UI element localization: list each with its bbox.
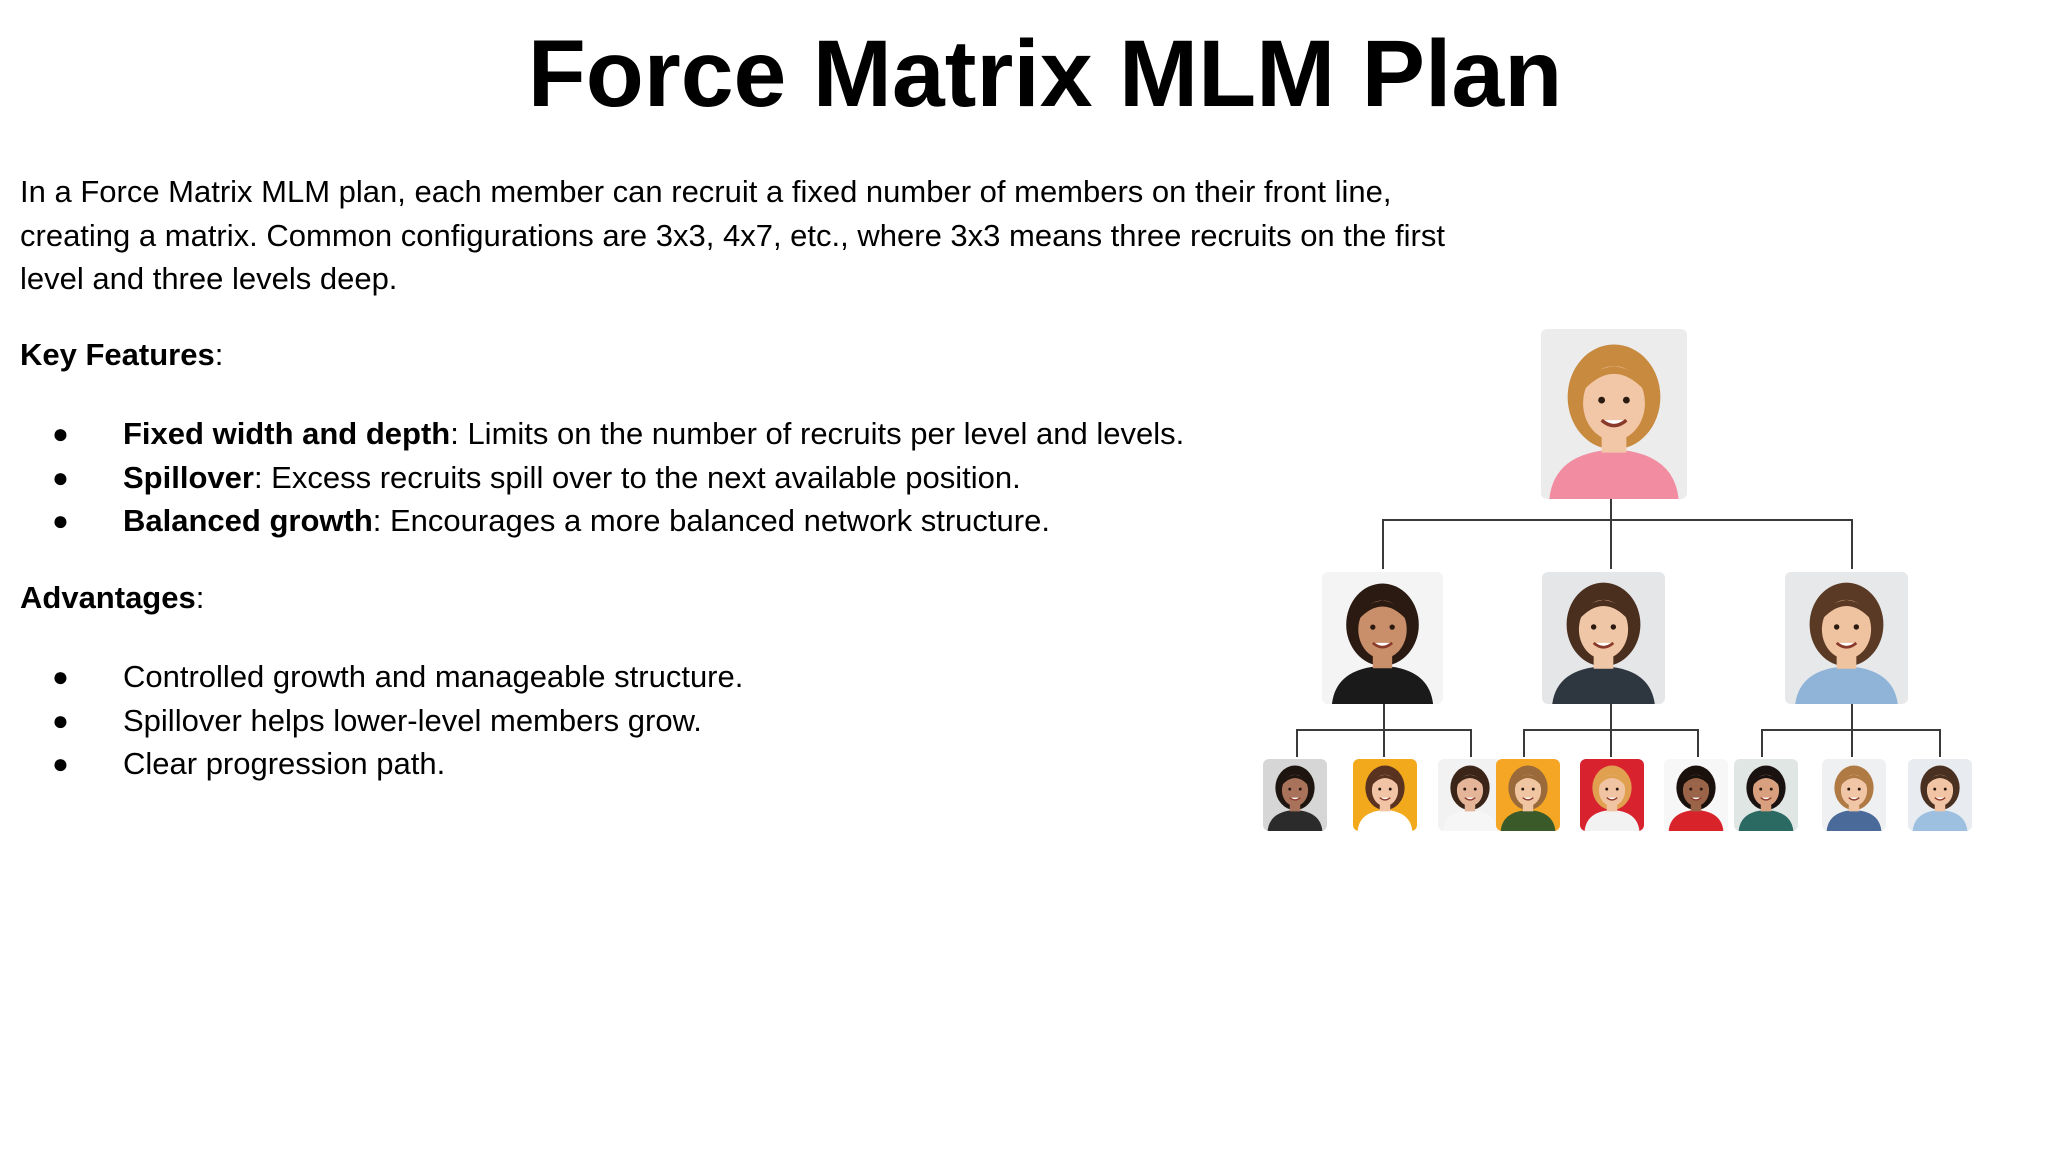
connector-line bbox=[1383, 729, 1385, 757]
avatar-l2-woman-glasses bbox=[1322, 572, 1443, 704]
avatar-l2-man-dark-shirt bbox=[1542, 572, 1665, 704]
advantage-text: Spillover helps lower-level members grow… bbox=[123, 702, 702, 738]
avatar-l3-6 bbox=[1664, 759, 1728, 831]
connector-line bbox=[1382, 519, 1384, 569]
advantages-heading-label: Advantages bbox=[20, 580, 196, 615]
feature-text: : Limits on the number of recruits per l… bbox=[450, 416, 1185, 451]
list-item: ● Controlled growth and manageable struct… bbox=[0, 655, 743, 699]
advantage-text: Clear progression path. bbox=[123, 746, 446, 781]
feature-term: Balanced growth bbox=[123, 503, 373, 538]
connector-line bbox=[1851, 729, 1853, 757]
bullet-icon: ● bbox=[52, 748, 69, 779]
connector-line bbox=[1383, 703, 1385, 730]
avatar-l3-2 bbox=[1353, 759, 1417, 831]
connector-line bbox=[1296, 729, 1472, 731]
feature-term: Fixed width and depth bbox=[123, 416, 451, 451]
feature-term: Spillover bbox=[123, 459, 254, 495]
list-item: ● Clear progression path. bbox=[0, 742, 743, 786]
key-features-list: ● Fixed width and depth: Limits on the nu… bbox=[0, 412, 1184, 543]
feature-text: : Excess recruits spill over to the next… bbox=[253, 459, 1021, 495]
bullet-icon: ● bbox=[52, 704, 69, 736]
connector-line bbox=[1851, 703, 1853, 730]
bullet-icon: ● bbox=[52, 418, 69, 449]
avatar-l3-4 bbox=[1496, 759, 1560, 831]
avatar-l2-man-blue-shirt bbox=[1785, 572, 1908, 704]
connector-line bbox=[1761, 729, 1763, 757]
key-features-heading-label: Key Features bbox=[20, 337, 215, 372]
avatar-l3-9 bbox=[1908, 759, 1972, 831]
connector-line bbox=[1296, 729, 1298, 757]
list-item: ● Fixed width and depth: Limits on the nu… bbox=[0, 412, 1184, 456]
list-item: ● Spillover: Excess recruits spill over t… bbox=[0, 456, 1184, 500]
avatar-l3-1 bbox=[1263, 759, 1327, 831]
intro-paragraph: In a Force Matrix MLM plan, each member … bbox=[20, 174, 1445, 296]
connector-line bbox=[1610, 519, 1612, 569]
connector-line bbox=[1382, 519, 1853, 521]
connector-line bbox=[1697, 729, 1699, 757]
avatar-l3-8 bbox=[1822, 759, 1886, 831]
avatar-l3-7 bbox=[1734, 759, 1798, 831]
connector-line bbox=[1523, 729, 1525, 757]
list-item: ● Spillover helps lower-level members gro… bbox=[0, 699, 743, 743]
bullet-icon: ● bbox=[52, 461, 69, 493]
advantages-heading: Advantages: bbox=[20, 576, 204, 620]
key-features-heading-colon: : bbox=[214, 337, 224, 372]
key-features-heading: Key Features: bbox=[20, 333, 223, 377]
connector-line bbox=[1939, 729, 1941, 757]
connector-line bbox=[1470, 729, 1472, 757]
avatar-l3-5 bbox=[1580, 759, 1644, 831]
list-item: ● Balanced growth: Encourages a more bala… bbox=[0, 499, 1184, 543]
connector-line bbox=[1851, 519, 1853, 569]
avatar-top-woman-yellow-glasses bbox=[1541, 329, 1687, 499]
advantage-text: Controlled growth and manageable structu… bbox=[123, 659, 744, 694]
connector-line bbox=[1610, 498, 1612, 520]
connector-line bbox=[1610, 729, 1612, 757]
advantages-list: ● Controlled growth and manageable struct… bbox=[0, 655, 743, 786]
page-title: Force Matrix MLM Plan bbox=[527, 21, 1563, 127]
feature-text: : Encourages a more balanced network str… bbox=[372, 503, 1050, 538]
advantages-heading-colon: : bbox=[195, 580, 205, 615]
bullet-icon: ● bbox=[52, 661, 69, 692]
bullet-icon: ● bbox=[52, 505, 69, 536]
connector-line bbox=[1761, 729, 1941, 731]
connector-line bbox=[1610, 703, 1612, 730]
connector-line bbox=[1523, 729, 1699, 731]
avatar-l3-3 bbox=[1438, 759, 1502, 831]
